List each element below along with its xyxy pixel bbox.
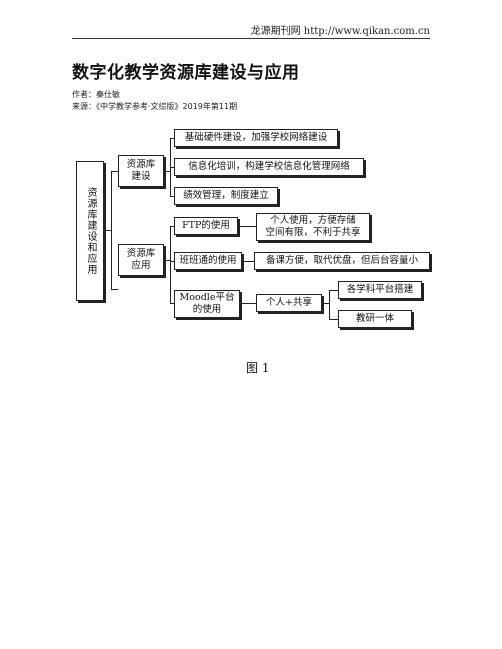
connector bbox=[170, 303, 174, 304]
ftp-node: FTP的使用 bbox=[174, 217, 238, 235]
build-item-hardware: 基础硬件建设，加强学校网络建设 bbox=[174, 129, 338, 147]
connector bbox=[329, 290, 338, 291]
article-title: 数字化教学资源库建设与应用 bbox=[72, 63, 300, 83]
banban-node: 班班通的使用 bbox=[174, 252, 242, 270]
connector bbox=[170, 226, 174, 227]
connector bbox=[170, 167, 174, 168]
build-node: 资源库 建设 bbox=[118, 155, 164, 187]
moodle-sub-platform: 各学科平台搭建 bbox=[338, 281, 422, 299]
connector bbox=[170, 138, 174, 139]
connector bbox=[170, 261, 174, 262]
connector bbox=[164, 260, 170, 261]
banban-desc: 备课方便，取代优盘，但后台容量小 bbox=[254, 252, 430, 270]
connector bbox=[170, 226, 171, 304]
build-item-training: 信息化培训，构建学校信息化管理网络 bbox=[174, 158, 364, 176]
mind-map-figure: 资源库建设和应用 资源库 建设 基础硬件建设，加强学校网络建设 信息化培训，构建… bbox=[76, 125, 436, 360]
connector bbox=[329, 319, 338, 320]
article-author: 作者：秦仕敏 bbox=[72, 90, 120, 99]
root-node: 资源库建设和应用 bbox=[76, 161, 104, 301]
build-item-management: 绩效管理，制度建立 bbox=[174, 187, 278, 205]
connector bbox=[111, 171, 118, 172]
moodle-node: Moodle平台 的使用 bbox=[174, 290, 240, 318]
article-source: 来源：《中学教学参考·文综版》2019年第11期 bbox=[72, 102, 238, 111]
header-divider bbox=[72, 38, 430, 39]
connector bbox=[111, 289, 118, 290]
connector bbox=[329, 290, 330, 319]
connector bbox=[322, 303, 329, 304]
connector bbox=[164, 171, 170, 172]
moodle-desc: 个人+共享 bbox=[256, 294, 322, 312]
connector bbox=[170, 196, 174, 197]
apply-node: 资源库 应用 bbox=[118, 244, 164, 276]
site-header: 龙源期刊网 http://www.qikan.com.cn bbox=[250, 26, 430, 37]
connector bbox=[111, 171, 112, 289]
connector bbox=[242, 261, 254, 262]
connector bbox=[238, 226, 256, 227]
connector bbox=[240, 303, 256, 304]
moodle-sub-research: 教研一体 bbox=[338, 310, 412, 328]
ftp-desc: 个人使用，方便存储 空间有限，不利于共享 bbox=[256, 213, 370, 241]
connector bbox=[104, 230, 111, 231]
figure-caption: 图 1 bbox=[246, 361, 270, 375]
